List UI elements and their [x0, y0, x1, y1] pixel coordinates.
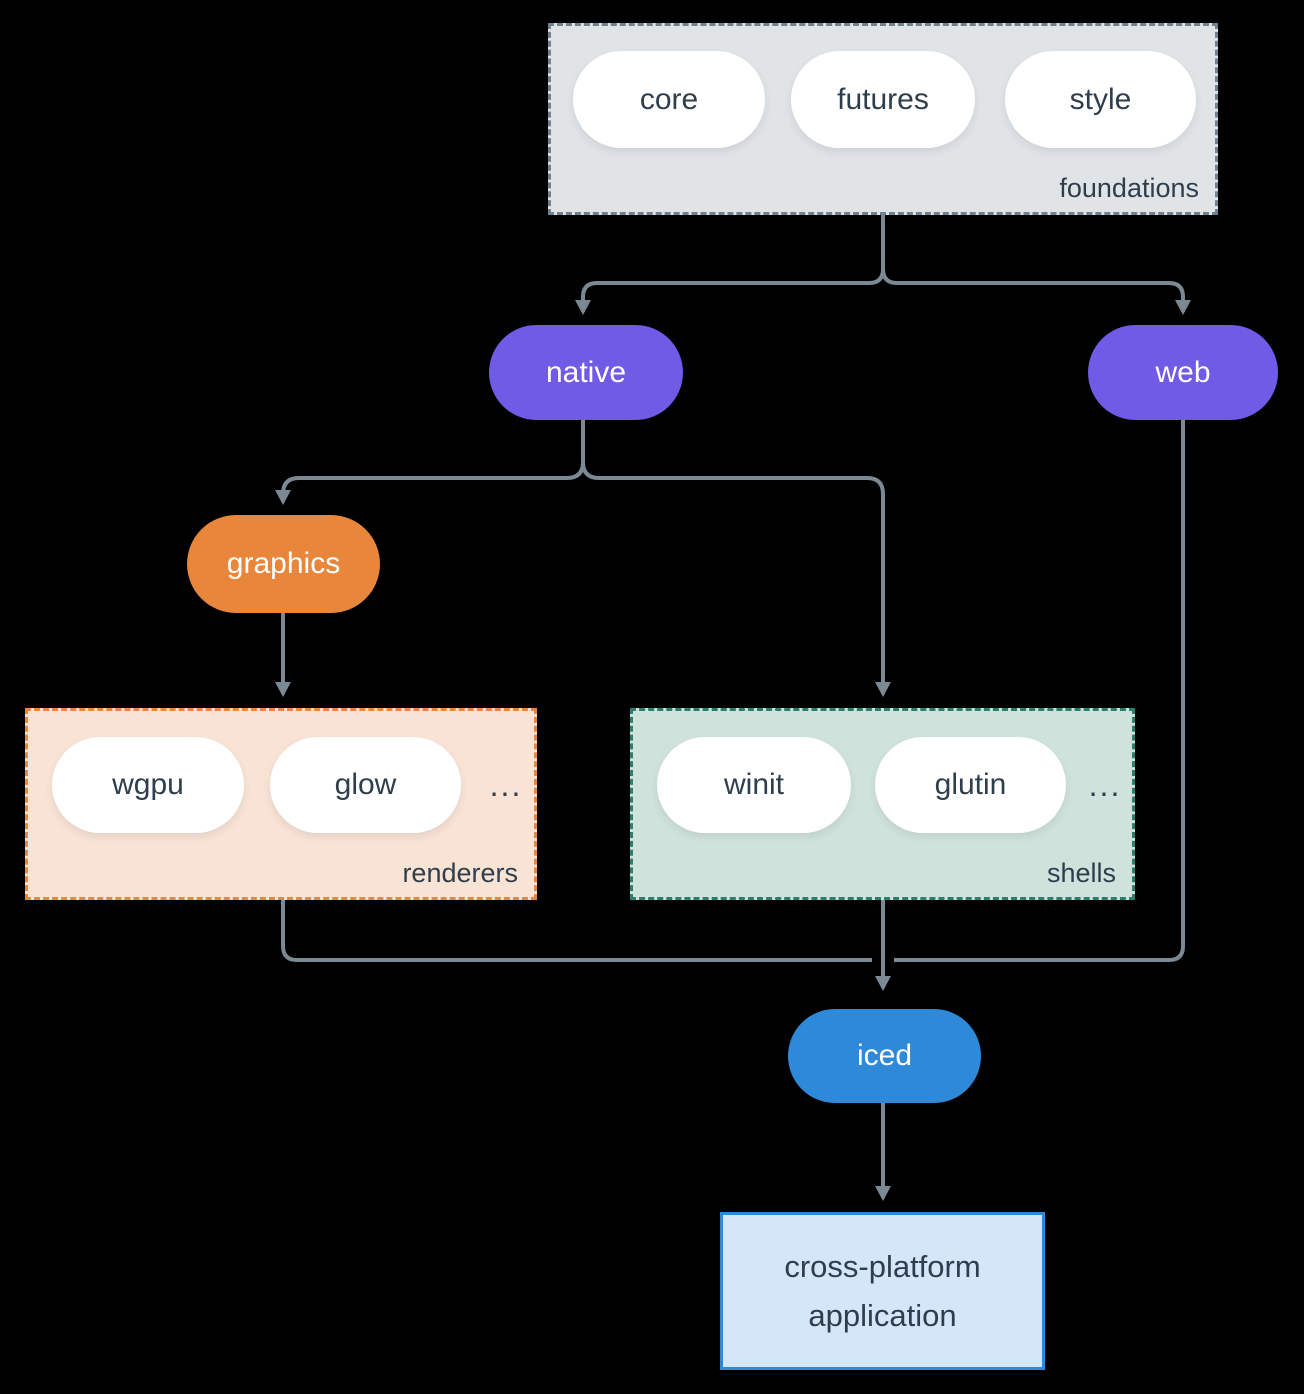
edge-foundations-to-web	[881, 268, 1191, 315]
node-graphics: graphics	[187, 515, 380, 613]
edge-native-to-graphics	[275, 461, 585, 505]
node-web: web	[1088, 325, 1278, 420]
node-native: native	[489, 325, 683, 420]
node-glow: glow	[270, 737, 461, 833]
edge-native-to-shells	[581, 461, 891, 697]
node-winit: winit	[657, 737, 851, 833]
group-foundations: core futures style foundations	[548, 23, 1218, 215]
node-futures: futures	[791, 51, 975, 148]
node-cross-platform-application: cross-platform application	[720, 1212, 1045, 1370]
edge-foundations-to-native	[575, 268, 885, 315]
group-label-renderers: renderers	[402, 858, 518, 888]
node-wgpu: wgpu	[52, 737, 244, 833]
group-label-foundations: foundations	[1059, 173, 1199, 203]
edge-renderers-merge	[281, 900, 872, 962]
ellipsis-renderers: ...	[489, 766, 523, 803]
ellipsis-shells: ...	[1088, 766, 1122, 803]
node-glutin: glutin	[875, 737, 1066, 833]
node-core: core	[573, 51, 765, 148]
node-iced: iced	[788, 1009, 981, 1103]
group-renderers: wgpu glow ... renderers	[25, 708, 537, 900]
group-shells: winit glutin ... shells	[630, 708, 1135, 900]
group-label-shells: shells	[1046, 858, 1116, 888]
edge-web-merge	[894, 420, 1185, 962]
node-style: style	[1005, 51, 1196, 148]
